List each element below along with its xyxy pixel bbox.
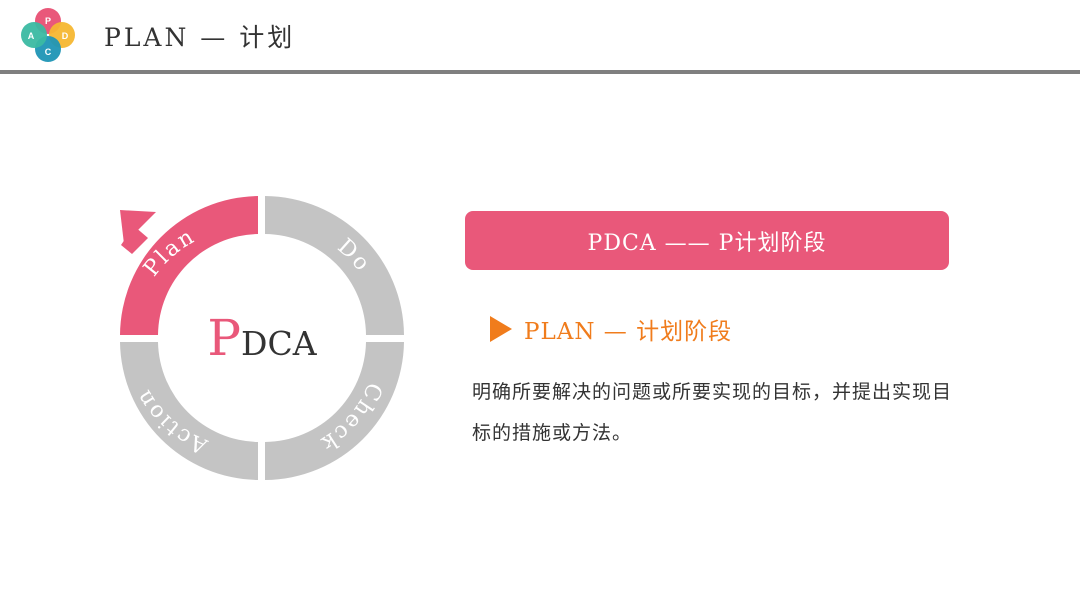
cycle-center-label: PDCA bbox=[207, 309, 317, 367]
check-segment bbox=[265, 342, 404, 480]
plan-arrow-shaft bbox=[121, 226, 148, 254]
logo-a-circle bbox=[21, 22, 47, 48]
center-letter-p: P bbox=[207, 309, 241, 367]
plan-segment bbox=[120, 196, 258, 335]
logo-letter-c: C bbox=[45, 47, 52, 57]
do-segment bbox=[265, 196, 404, 335]
stage-description: 明确所要解决的问题或所要实现的目标，并提出实现目标的措施或方法。 bbox=[472, 381, 953, 444]
subheading-text: PLAN — 计划阶段 bbox=[524, 319, 733, 345]
page-title: PLAN — 计划 bbox=[104, 23, 296, 52]
header: P D C A PLAN — 计划 bbox=[0, 0, 1080, 74]
pdca-logo: P D C A bbox=[21, 8, 75, 62]
logo-letter-a: A bbox=[28, 31, 35, 41]
play-arrow-icon bbox=[490, 316, 512, 342]
logo-letter-d: D bbox=[62, 31, 69, 41]
center-letters-dca: DCA bbox=[241, 324, 318, 363]
stage-subheading: PLAN — 计划阶段 bbox=[490, 312, 732, 346]
logo-letter-p: P bbox=[45, 16, 51, 26]
pdca-cycle-diagram: Plan Do Check Action PDCA bbox=[120, 196, 404, 480]
stage-banner: PDCA —— P计划阶段 bbox=[465, 211, 949, 270]
banner-text: PDCA —— P计划阶段 bbox=[587, 230, 827, 256]
action-segment bbox=[120, 342, 258, 480]
header-divider bbox=[0, 70, 1080, 74]
